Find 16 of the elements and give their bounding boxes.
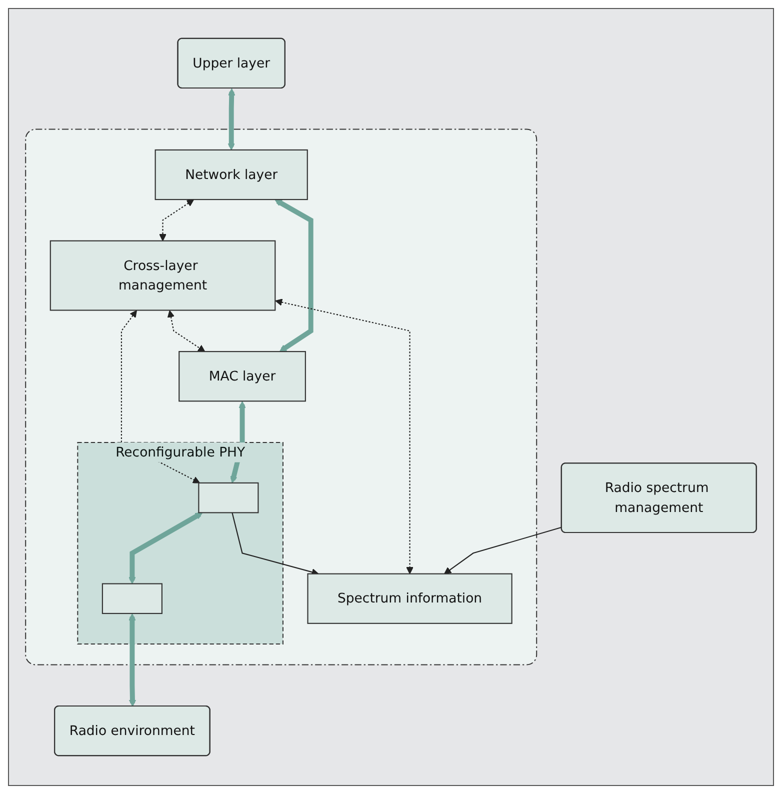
figure-background: Upper layer Network layer Cross-layer management MAC layer Reconfigurable PHY Spectrum information Radio spectrum management Radio environment xyxy=(8,8,774,786)
node-box xyxy=(178,351,306,402)
node-box xyxy=(102,583,162,614)
arrow xyxy=(128,613,136,707)
arrow xyxy=(444,526,562,574)
arrow xyxy=(228,88,236,150)
node-box xyxy=(307,573,512,624)
arrow xyxy=(275,298,414,574)
arrow xyxy=(159,199,194,242)
node-box xyxy=(198,482,259,514)
node-box xyxy=(50,240,276,311)
arrow xyxy=(128,512,203,584)
cluster xyxy=(25,128,538,666)
node-box xyxy=(154,149,308,200)
arrow xyxy=(274,199,314,352)
arrow xyxy=(167,310,206,352)
